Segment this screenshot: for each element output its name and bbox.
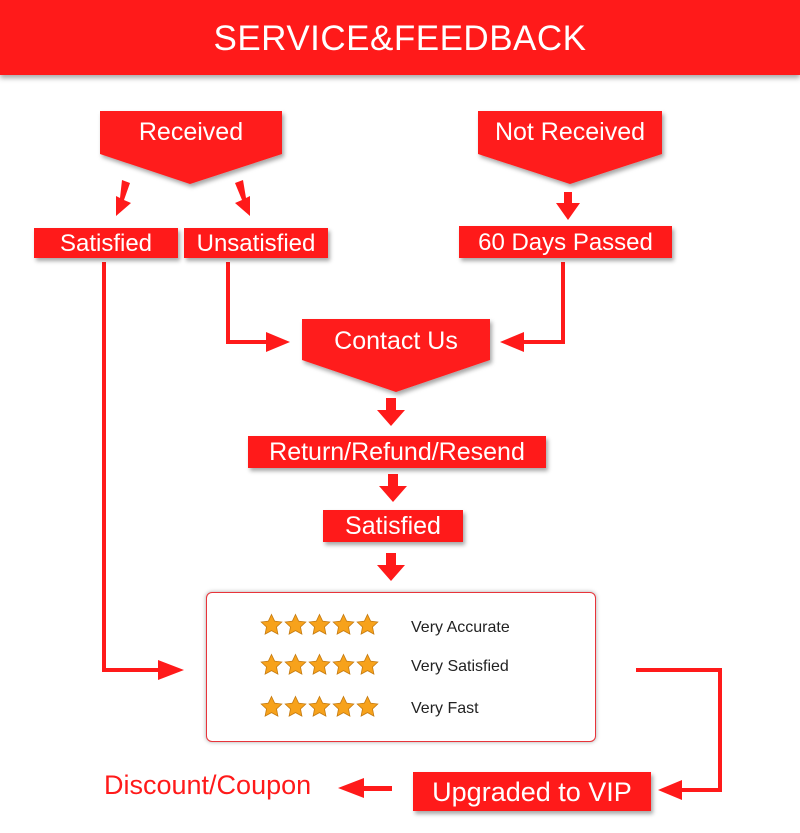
star-rating [259, 653, 379, 682]
star-icon [308, 613, 331, 635]
star-icon [332, 695, 355, 717]
header-banner: SERVICE&FEEDBACK [0, 0, 800, 75]
contact-us-shape [302, 319, 490, 392]
contact-us-label: Contact Us [334, 327, 458, 355]
discount-coupon-label: Discount/Coupon [104, 770, 312, 800]
received-shape [100, 111, 282, 184]
rating-label: Very Satisfied [411, 658, 509, 675]
arrow-icon [226, 262, 290, 352]
arrow-icon [338, 778, 392, 798]
unsatisfied-node: Unsatisfied [184, 228, 328, 258]
arrow-icon [102, 262, 184, 680]
not-received-shape [478, 111, 662, 184]
arrow-icon [116, 180, 580, 581]
star-rating [259, 695, 379, 724]
star-icon [356, 613, 379, 635]
page-title: SERVICE&FEEDBACK [213, 19, 587, 58]
not-received-label: Not Received [494, 118, 646, 146]
satisfied-center-node: Satisfied [323, 510, 463, 542]
star-icon [284, 653, 307, 675]
arrow-icon [500, 262, 565, 352]
arrow-icon [636, 668, 722, 800]
star-icon [332, 613, 355, 635]
received-label: Received [138, 118, 244, 146]
rating-label: Very Fast [411, 700, 479, 717]
star-icon [260, 653, 283, 675]
star-icon [308, 695, 331, 717]
star-icon [356, 653, 379, 675]
star-icon [260, 613, 283, 635]
rating-label: Very Accurate [411, 619, 510, 636]
star-icon [308, 653, 331, 675]
star-icon [284, 695, 307, 717]
star-icon [260, 695, 283, 717]
sixty-days-node: 60 Days Passed [459, 226, 672, 258]
star-icon [356, 695, 379, 717]
return-refund-node: Return/Refund/Resend [248, 436, 546, 468]
satisfied-node: Satisfied [34, 228, 178, 258]
star-rating [259, 613, 379, 642]
ratings-panel: Very Accurate Very Satisfied Very Fast [206, 592, 596, 742]
vip-node: Upgraded to VIP [413, 772, 651, 811]
star-icon [284, 613, 307, 635]
star-icon [332, 653, 355, 675]
